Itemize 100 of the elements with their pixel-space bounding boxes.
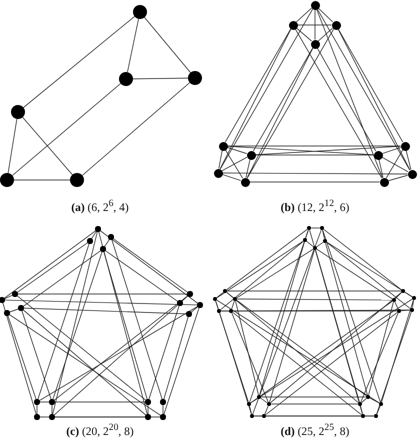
graph-edge: [246, 28, 334, 178]
graph-edge: [305, 230, 309, 238]
graph-edge: [82, 82, 190, 176]
graph-edge: [252, 230, 322, 414]
graph-edge: [7, 315, 37, 400]
graph-edge: [236, 300, 367, 396]
graph-edge: [104, 250, 178, 302]
vertex-dot: [49, 414, 55, 420]
vertex-dot: [34, 414, 40, 420]
graph-edge: [103, 251, 148, 400]
vertex-dot: [410, 308, 414, 312]
graph-edge: [316, 8, 383, 178]
graph-edge: [326, 242, 412, 298]
vertex-dot: [378, 402, 384, 406]
graph-edge: [12, 83, 121, 176]
graph-edge: [216, 300, 380, 404]
vertex-dot: [218, 142, 228, 150]
graph-edge: [37, 243, 90, 400]
vertex-dot: [380, 178, 388, 186]
graph-edge: [382, 147, 402, 154]
vertex-dot: [49, 399, 55, 405]
graph-edge: [132, 78, 188, 80]
graph-edge: [232, 310, 410, 312]
graph-edge: [338, 28, 410, 170]
graph-edge: [23, 308, 187, 314]
vertex-dot: [366, 394, 370, 400]
subfigure-caption: (a) (6, 2$^{6}$, 4): [71, 198, 129, 214]
vertex-dot: [320, 226, 324, 230]
vertex-dot: [232, 296, 238, 302]
graph-edge: [270, 292, 402, 403]
graph-edge: [226, 147, 248, 154]
graph-edge: [235, 300, 259, 396]
graph-edge: [216, 240, 304, 298]
vertex-dot: [332, 20, 340, 30]
graph-edge: [23, 16, 135, 108]
vertex-dot: [212, 296, 218, 302]
vertex-dot: [288, 20, 298, 30]
graph-edge: [259, 242, 305, 396]
graph-edge: [91, 230, 97, 240]
graph-edge: [370, 398, 380, 404]
graph-edge: [326, 242, 411, 309]
vertex-dot: [396, 308, 402, 314]
graph-edge: [227, 146, 374, 156]
graph-edge: [127, 18, 139, 72]
graph-edge: [162, 404, 164, 415]
graph-edge: [246, 48, 314, 178]
graph-edge: [406, 150, 412, 170]
graph-edge: [306, 241, 314, 247]
vertex-dot: [360, 414, 366, 418]
graph-edge: [215, 300, 219, 310]
vertex-dot: [119, 72, 133, 86]
vertex-dot: [87, 238, 93, 244]
graph-edge: [219, 312, 252, 414]
graph-edge: [190, 306, 198, 313]
graph-edge: [381, 300, 414, 402]
graph-edge: [220, 310, 398, 312]
graph-edge: [323, 229, 402, 290]
graph-edge: [260, 398, 268, 404]
graph-edge: [232, 312, 362, 415]
vertex-dot: [133, 5, 147, 19]
graph-edge: [325, 242, 368, 396]
graph-edge: [368, 302, 394, 396]
graph-edge: [226, 228, 308, 290]
graph-edge: [394, 302, 398, 310]
graph-edge: [226, 292, 234, 298]
graph-edge: [318, 8, 334, 22]
graph-edge: [54, 304, 178, 416]
graph-edge: [4, 294, 13, 300]
vertex-dot: [108, 234, 114, 240]
graph-edge: [112, 238, 188, 293]
vertex-dot: [240, 178, 250, 186]
vertex-dot: [4, 310, 10, 316]
graph-edge: [2, 302, 37, 415]
vertex-dot: [310, 40, 320, 48]
graph-edge: [226, 290, 402, 292]
graph-edge: [316, 48, 376, 152]
graph-edge: [316, 248, 393, 300]
vertex-dot: [197, 302, 203, 308]
graph-edge: [220, 28, 292, 170]
vertex-dot: [0, 173, 14, 187]
vertex-dot: [186, 311, 192, 317]
graph-edge: [255, 146, 401, 156]
graph-edge: [249, 230, 309, 402]
graph-edge: [226, 292, 359, 403]
graph-edge: [236, 248, 314, 298]
vertex-dot: [412, 296, 416, 300]
vertex-dot: [216, 308, 222, 314]
graph-edge: [163, 307, 200, 415]
graph-edge: [269, 250, 315, 402]
graph-edge: [296, 28, 312, 42]
vertex-dot: [11, 105, 25, 119]
vertex-dot: [95, 226, 101, 232]
graph-edge: [338, 28, 404, 142]
graph-edge: [315, 250, 360, 402]
graph-edge: [322, 230, 381, 402]
graph-edge: [100, 230, 198, 304]
graph-edge: [22, 116, 73, 176]
graph-edge: [260, 300, 393, 396]
vertex-dot: [250, 414, 254, 418]
graph-edge: [382, 156, 408, 172]
